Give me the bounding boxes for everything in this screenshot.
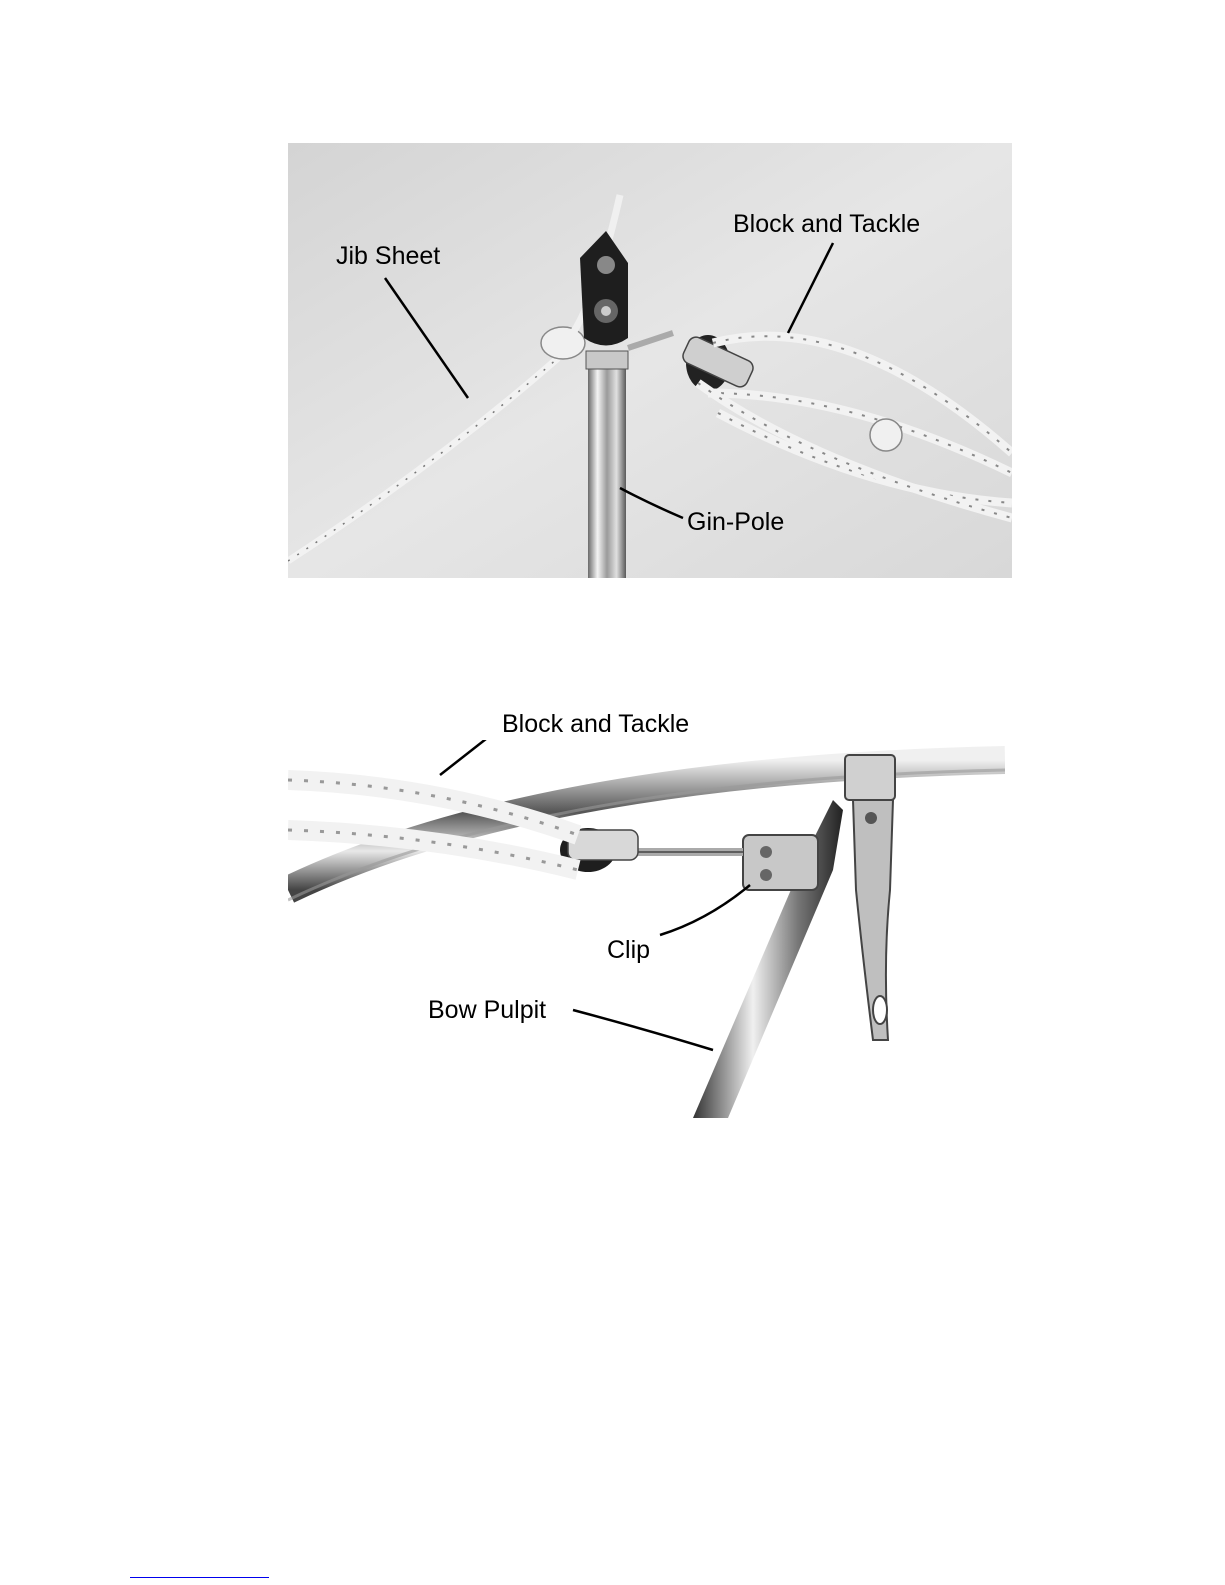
label-gin-pole: Gin-Pole [687, 510, 784, 535]
photo-bow-pulpit-rigging [288, 740, 1005, 1118]
footnote-separator [130, 1577, 269, 1578]
label-block-and-tackle-top: Block and Tackle [733, 212, 920, 237]
label-block-and-tackle-bottom: Block and Tackle [502, 712, 689, 737]
photo-gin-pole-rigging [288, 143, 1012, 578]
label-clip: Clip [607, 938, 650, 963]
label-jib-sheet: Jib Sheet [336, 244, 440, 269]
label-bow-pulpit: Bow Pulpit [428, 998, 546, 1023]
